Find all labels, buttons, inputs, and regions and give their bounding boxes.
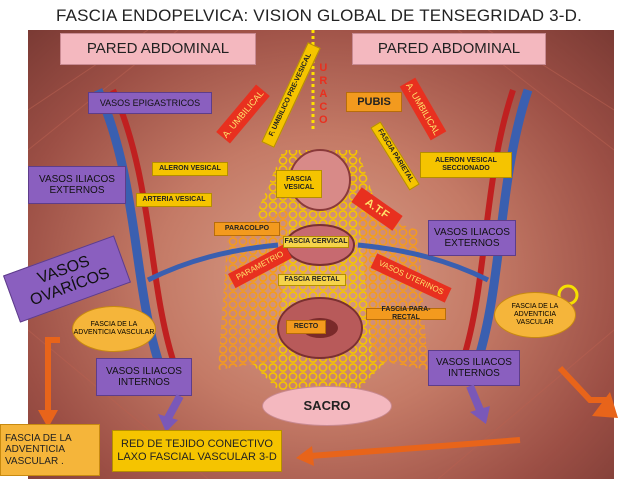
fascia-adventicia-bottom: FASCIA DE LA ADVENTICIA VASCULAR . <box>0 424 100 476</box>
aleron-vesical: ALERON VESICAL <box>152 162 228 176</box>
page-title: FASCIA ENDOPELVICA: VISION GLOBAL DE TEN… <box>55 6 583 25</box>
aleron-vesical-seccionado: ALERON VESICAL SECCIONADO <box>420 152 512 178</box>
vasos-iliacos-externos-right: VASOS ILIACOS EXTERNOS <box>428 220 516 256</box>
pubis: PUBIS <box>346 92 402 112</box>
vasos-iliacos-externos-left: VASOS ILIACOS EXTERNOS <box>28 166 126 204</box>
uraco: URACO <box>317 61 330 127</box>
fascia-rectal: FASCIA RECTAL <box>278 274 346 286</box>
fascia-vesical: FASCIA VESICAL <box>276 170 322 198</box>
vasos-iliacos-internos-left: VASOS ILIACOS INTERNOS <box>96 358 192 396</box>
vasos-epigastricos: VASOS EPIGASTRICOS <box>88 92 212 114</box>
fascia-cervical: FASCIA CERVICAL <box>283 236 349 248</box>
pared-abdominal-right: PARED ABDOMINAL <box>352 33 546 65</box>
recto: RECTO <box>286 320 326 334</box>
pared-abdominal-left: PARED ABDOMINAL <box>60 33 256 65</box>
red-tejido-conectivo: RED DE TEJIDO CONECTIVO LAXO FASCIAL VAS… <box>112 430 282 472</box>
fascia-adventicia-right: FASCIA DE LA ADVENTICIA VASCULAR <box>494 292 576 338</box>
fascia-para-rectal: FASCIA PARA- RECTAL <box>366 306 446 321</box>
sacro: SACRO <box>262 386 392 426</box>
arteria-vesical: ARTERIA VESICAL <box>136 193 212 207</box>
fascia-adventicia-left: FASCIA DE LA ADVENTICIA VASCULAR <box>72 306 156 352</box>
paracolpo: PARACOLPO <box>214 222 280 236</box>
